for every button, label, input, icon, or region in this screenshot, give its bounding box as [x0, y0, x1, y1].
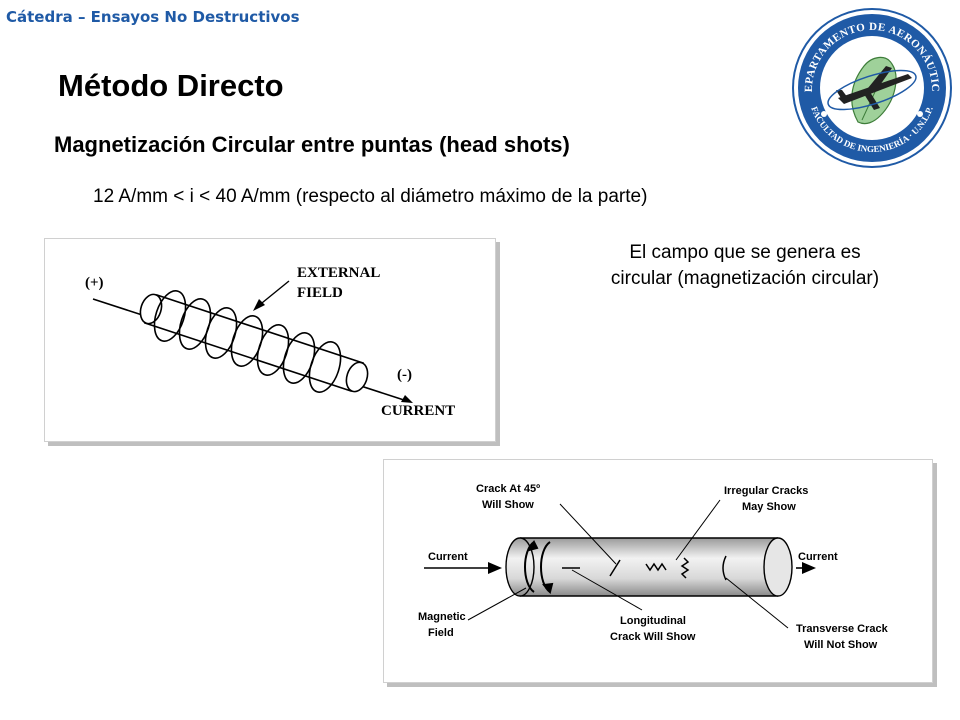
crack-detection-diagram: Current Current Crack At 45º Will Show I… — [383, 459, 933, 683]
field-note-line-2: circular (magnetización circular) — [610, 267, 880, 289]
crack-45-label-1: Crack At 45º — [476, 483, 540, 495]
transverse-crack-label-2: Will Not Show — [804, 639, 878, 651]
rod — [139, 293, 369, 393]
crack-45-label-2: Will Show — [482, 499, 534, 511]
magnetic-field-arrows — [524, 539, 554, 595]
page-title: Método Directo — [58, 68, 284, 103]
external-field-label-2: FIELD — [297, 285, 343, 301]
transverse-crack — [722, 555, 727, 581]
current-range-formula: 12 A/mm < i < 40 A/mm (respecto al diáme… — [93, 186, 648, 207]
negative-terminal-label: (-) — [397, 367, 412, 383]
longitudinal-crack-label-1: Longitudinal — [620, 615, 686, 627]
positive-terminal-label: (+) — [85, 275, 104, 291]
department-logo: DEPARTAMENTO DE AERONÁUTICA FACULTAD DE … — [788, 4, 952, 168]
irregular-cracks-label-2: May Show — [742, 501, 796, 513]
section-subtitle: Magnetización Circular entre puntas (hea… — [54, 132, 570, 157]
irregular-cracks-label-1: Irregular Cracks — [724, 485, 808, 497]
field-note-line-1: El campo que se genera es — [629, 242, 861, 263]
course-header: Cátedra – Ensayos No Destructivos — [6, 8, 300, 26]
longitudinal-crack-label-2: Crack Will Show — [610, 631, 696, 643]
current-right-label: Current — [798, 551, 838, 563]
field-note: El campo que se genera es circular (magn… — [560, 240, 930, 291]
field-loops — [153, 290, 342, 393]
transverse-crack-label-1: Transverse Crack — [796, 623, 889, 635]
current-right-arrowhead — [802, 562, 816, 574]
current-label: CURRENT — [381, 403, 455, 419]
magnetic-field-label-1: Magnetic — [418, 611, 466, 623]
crack-45 — [609, 559, 621, 577]
current-left-arrowhead — [488, 562, 502, 574]
current-left-label: Current — [428, 551, 468, 563]
magnetic-field-label-2: Field — [428, 627, 454, 639]
external-field-label-1: EXTERNAL — [297, 265, 380, 281]
current-arrowhead — [401, 395, 413, 403]
circular-field-diagram: (+) (-) EXTERNAL FIELD CURRENT — [44, 238, 496, 442]
irregular-crack — [645, 562, 667, 572]
